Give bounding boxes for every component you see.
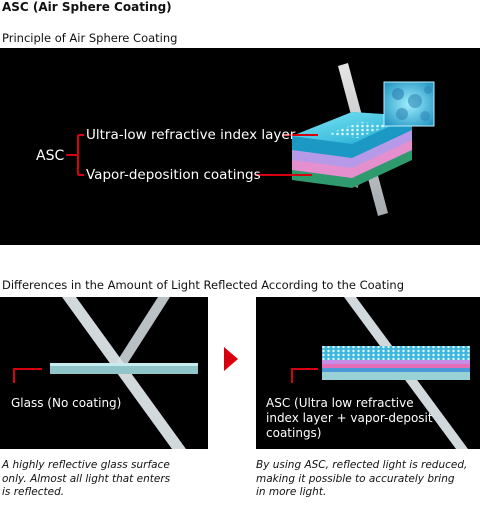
- asc-caption: By using ASC, reflected light is reduced…: [256, 459, 468, 498]
- reflected-light-beam: [112, 297, 170, 369]
- asc-coating-panel: [256, 297, 480, 449]
- pink-coating-layer: [322, 364, 470, 368]
- asc-pointer-line: [291, 368, 318, 383]
- glass-plate: [50, 363, 198, 374]
- glass-caption: A highly reflective glass surface only. …: [2, 459, 171, 498]
- purple-coating-layer: [322, 360, 470, 364]
- air-sphere-dots: [328, 122, 390, 138]
- glass-pointer-line: [13, 368, 42, 383]
- glass-no-coating-panel: [0, 297, 208, 449]
- comparison-heading: Differences in the Amount of Light Refle…: [2, 278, 405, 292]
- asc-reflection-illustration: [291, 297, 470, 449]
- red-play-triangle-icon: [224, 347, 238, 371]
- asc-layer-illustration: [66, 63, 435, 216]
- blue-coating-layer: [322, 368, 470, 372]
- glass-plate: [322, 372, 470, 380]
- layer1-label: Ultra-low refractive index layer: [86, 127, 296, 143]
- principle-diagram-panel: [0, 48, 480, 245]
- asc-coating-label: ASC (Ultra low refractive index layer + …: [266, 396, 433, 440]
- glass-label: Glass (No coating): [11, 396, 122, 410]
- asc-label: ASC: [36, 148, 65, 164]
- principle-heading: Principle of Air Sphere Coating: [2, 31, 178, 45]
- layer2-label: Vapor-deposition coatings: [86, 167, 261, 183]
- glass-reflection-illustration: [13, 297, 198, 449]
- page-title: ASC (Air Sphere Coating): [2, 0, 172, 14]
